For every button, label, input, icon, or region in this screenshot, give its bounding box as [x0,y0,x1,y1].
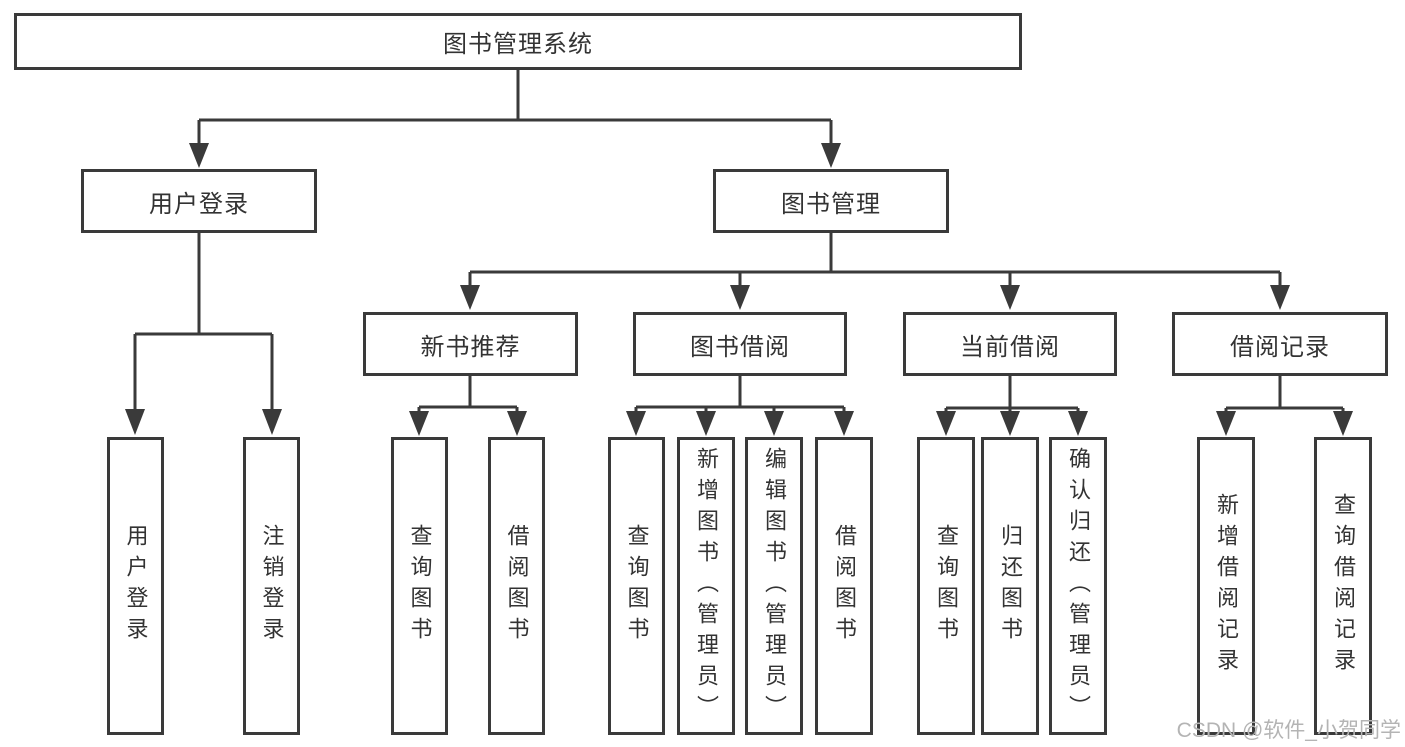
node-book-borrowing-label: 图书借阅 [690,333,790,361]
arrowhead-icon [626,411,646,436]
node-current-query-books: 查询图书 [917,437,975,735]
csdn-watermark: CSDN @软件_小贺同学 [1176,719,1401,742]
node-current-borrowing: 当前借阅 [903,312,1117,376]
connector-borrowing-records [1216,376,1353,436]
arrowhead-icon [1270,285,1290,310]
connector-current-borrowing [936,376,1088,436]
node-recommend-borrow-books-label: 借阅图书 [504,524,530,648]
node-new-book-recommendation: 新书推荐 [363,312,578,376]
node-borrowing-borrow-books-label: 借阅图书 [832,524,857,648]
node-recommend-query-books: 查询图书 [391,437,448,735]
arrowhead-icon [125,409,145,435]
node-current-confirm-return-admin-label: 确认归还（管理员） [1066,446,1091,726]
node-current-return-books: 归还图书 [981,437,1039,735]
connector-book-management-to-level3 [460,233,1290,310]
connector-root-to-level2 [189,70,841,168]
arrowhead-icon [1000,411,1020,436]
arrowhead-icon [821,143,841,168]
node-borrowing-add-books-admin-label: 新增图书（管理员） [694,446,719,726]
node-borrowing-edit-books-admin-label: 编辑图书（管理员） [762,446,787,726]
arrowhead-icon [507,411,527,436]
node-book-management-branch: 图书管理 [713,169,949,233]
arrowhead-icon [764,411,784,436]
node-borrowing-query-books: 查询图书 [608,437,665,735]
arrowhead-icon [460,285,480,310]
node-records-add-borrow-record: 新增借阅记录 [1197,437,1255,735]
arrowhead-icon [1216,411,1236,436]
node-recommend-query-books-label: 查询图书 [407,524,433,648]
node-current-query-books-label: 查询图书 [934,524,959,648]
node-borrowing-query-books-label: 查询图书 [624,524,650,648]
node-current-borrowing-label: 当前借阅 [960,333,1060,361]
node-borrowing-edit-books-admin: 编辑图书（管理员） [745,437,803,735]
node-borrowing-records-label: 借阅记录 [1230,333,1330,361]
node-book-borrowing: 图书借阅 [633,312,847,376]
node-system-root: 图书管理系统 [14,13,1022,70]
node-logout-leaf-label: 注销登录 [259,524,285,648]
node-borrowing-records: 借阅记录 [1172,312,1388,376]
node-user-login-branch-label: 用户登录 [149,190,249,218]
arrowhead-icon [1000,285,1020,310]
arrowhead-icon [1333,411,1353,436]
arrowhead-icon [834,411,854,436]
node-logout-leaf: 注销登录 [243,437,300,735]
connector-new-book-recommendation [409,376,527,436]
arrowhead-icon [409,411,429,436]
node-book-management-branch-label: 图书管理 [781,190,881,218]
arrowhead-icon [262,409,282,435]
node-records-query-borrow-record: 查询借阅记录 [1314,437,1372,735]
arrowhead-icon [696,411,716,436]
arrowhead-icon [1068,411,1088,436]
node-recommend-borrow-books: 借阅图书 [488,437,545,735]
arrowhead-icon [936,411,956,436]
node-system-root-label: 图书管理系统 [443,31,593,58]
arrowhead-icon [730,285,750,310]
connector-book-borrowing [626,376,854,436]
node-user-login-leaf-label: 用户登录 [123,524,149,648]
node-borrowing-add-books-admin: 新增图书（管理员） [677,437,735,735]
connector-user-login-branch [125,233,282,435]
node-current-confirm-return-admin: 确认归还（管理员） [1049,437,1107,735]
node-records-query-borrow-record-label: 查询借阅记录 [1331,493,1356,679]
node-current-return-books-label: 归还图书 [998,524,1023,648]
node-borrowing-borrow-books: 借阅图书 [815,437,873,735]
node-user-login-leaf: 用户登录 [107,437,164,735]
arrowhead-icon [189,143,209,168]
node-user-login-branch: 用户登录 [81,169,317,233]
node-new-book-recommendation-label: 新书推荐 [420,333,521,361]
node-records-add-borrow-record-label: 新增借阅记录 [1214,493,1239,679]
